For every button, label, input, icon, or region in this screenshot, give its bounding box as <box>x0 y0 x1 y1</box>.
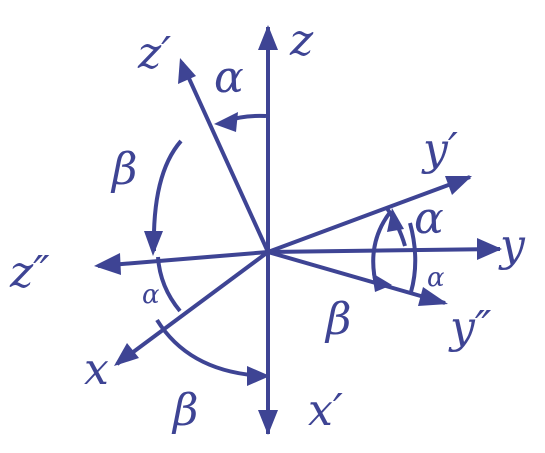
x-prime-label: x′ <box>308 385 343 436</box>
y-axis-arrowhead <box>477 238 502 260</box>
x-axis-arrowhead <box>114 343 139 366</box>
y-prime-axis-arrowhead <box>445 176 472 195</box>
beta-right-label: β <box>324 294 351 345</box>
y-double-prime-axis <box>267 250 446 305</box>
z-prime-axis <box>180 62 270 253</box>
alpha-right-small-label: α <box>427 263 445 293</box>
z-label: z <box>289 15 314 66</box>
x-label: x <box>84 344 109 395</box>
alpha-right-label: α <box>414 193 444 244</box>
x-axis <box>115 250 270 366</box>
beta-bottom-arrowhead <box>247 366 270 386</box>
y-label: y <box>498 220 526 271</box>
beta-right-arrowhead <box>372 273 392 292</box>
y-double-prime-axis-arrowhead <box>418 287 448 306</box>
z-double-prime-axis-arrowhead <box>94 253 121 275</box>
z-double-prime-label: z″ <box>9 247 50 298</box>
beta-left-arrowhead <box>144 231 163 256</box>
y-prime-axis <box>267 175 471 254</box>
alpha-rotation-arc-right-small <box>408 222 418 293</box>
z-prime-axis-arrowhead <box>178 58 196 84</box>
z-double-prime-axis <box>97 250 269 268</box>
alpha-right-arrowhead <box>387 208 404 232</box>
alpha-top-arrowhead <box>214 112 238 132</box>
beta-left-label: β <box>110 144 137 195</box>
beta-bottom-label: β <box>171 385 198 436</box>
alpha-top-label: α <box>214 52 244 103</box>
x-prime-axis-arrowhead <box>258 410 278 435</box>
y-axis <box>267 247 501 254</box>
y-double-prime-label: y″ <box>448 302 492 353</box>
z-axis-arrowhead <box>258 25 278 50</box>
alpha-small-arc-left <box>156 256 182 313</box>
alpha-left-small-label: α <box>142 280 160 310</box>
y-prime-label: y′ <box>421 124 458 175</box>
z-prime-label: z′ <box>137 28 171 79</box>
